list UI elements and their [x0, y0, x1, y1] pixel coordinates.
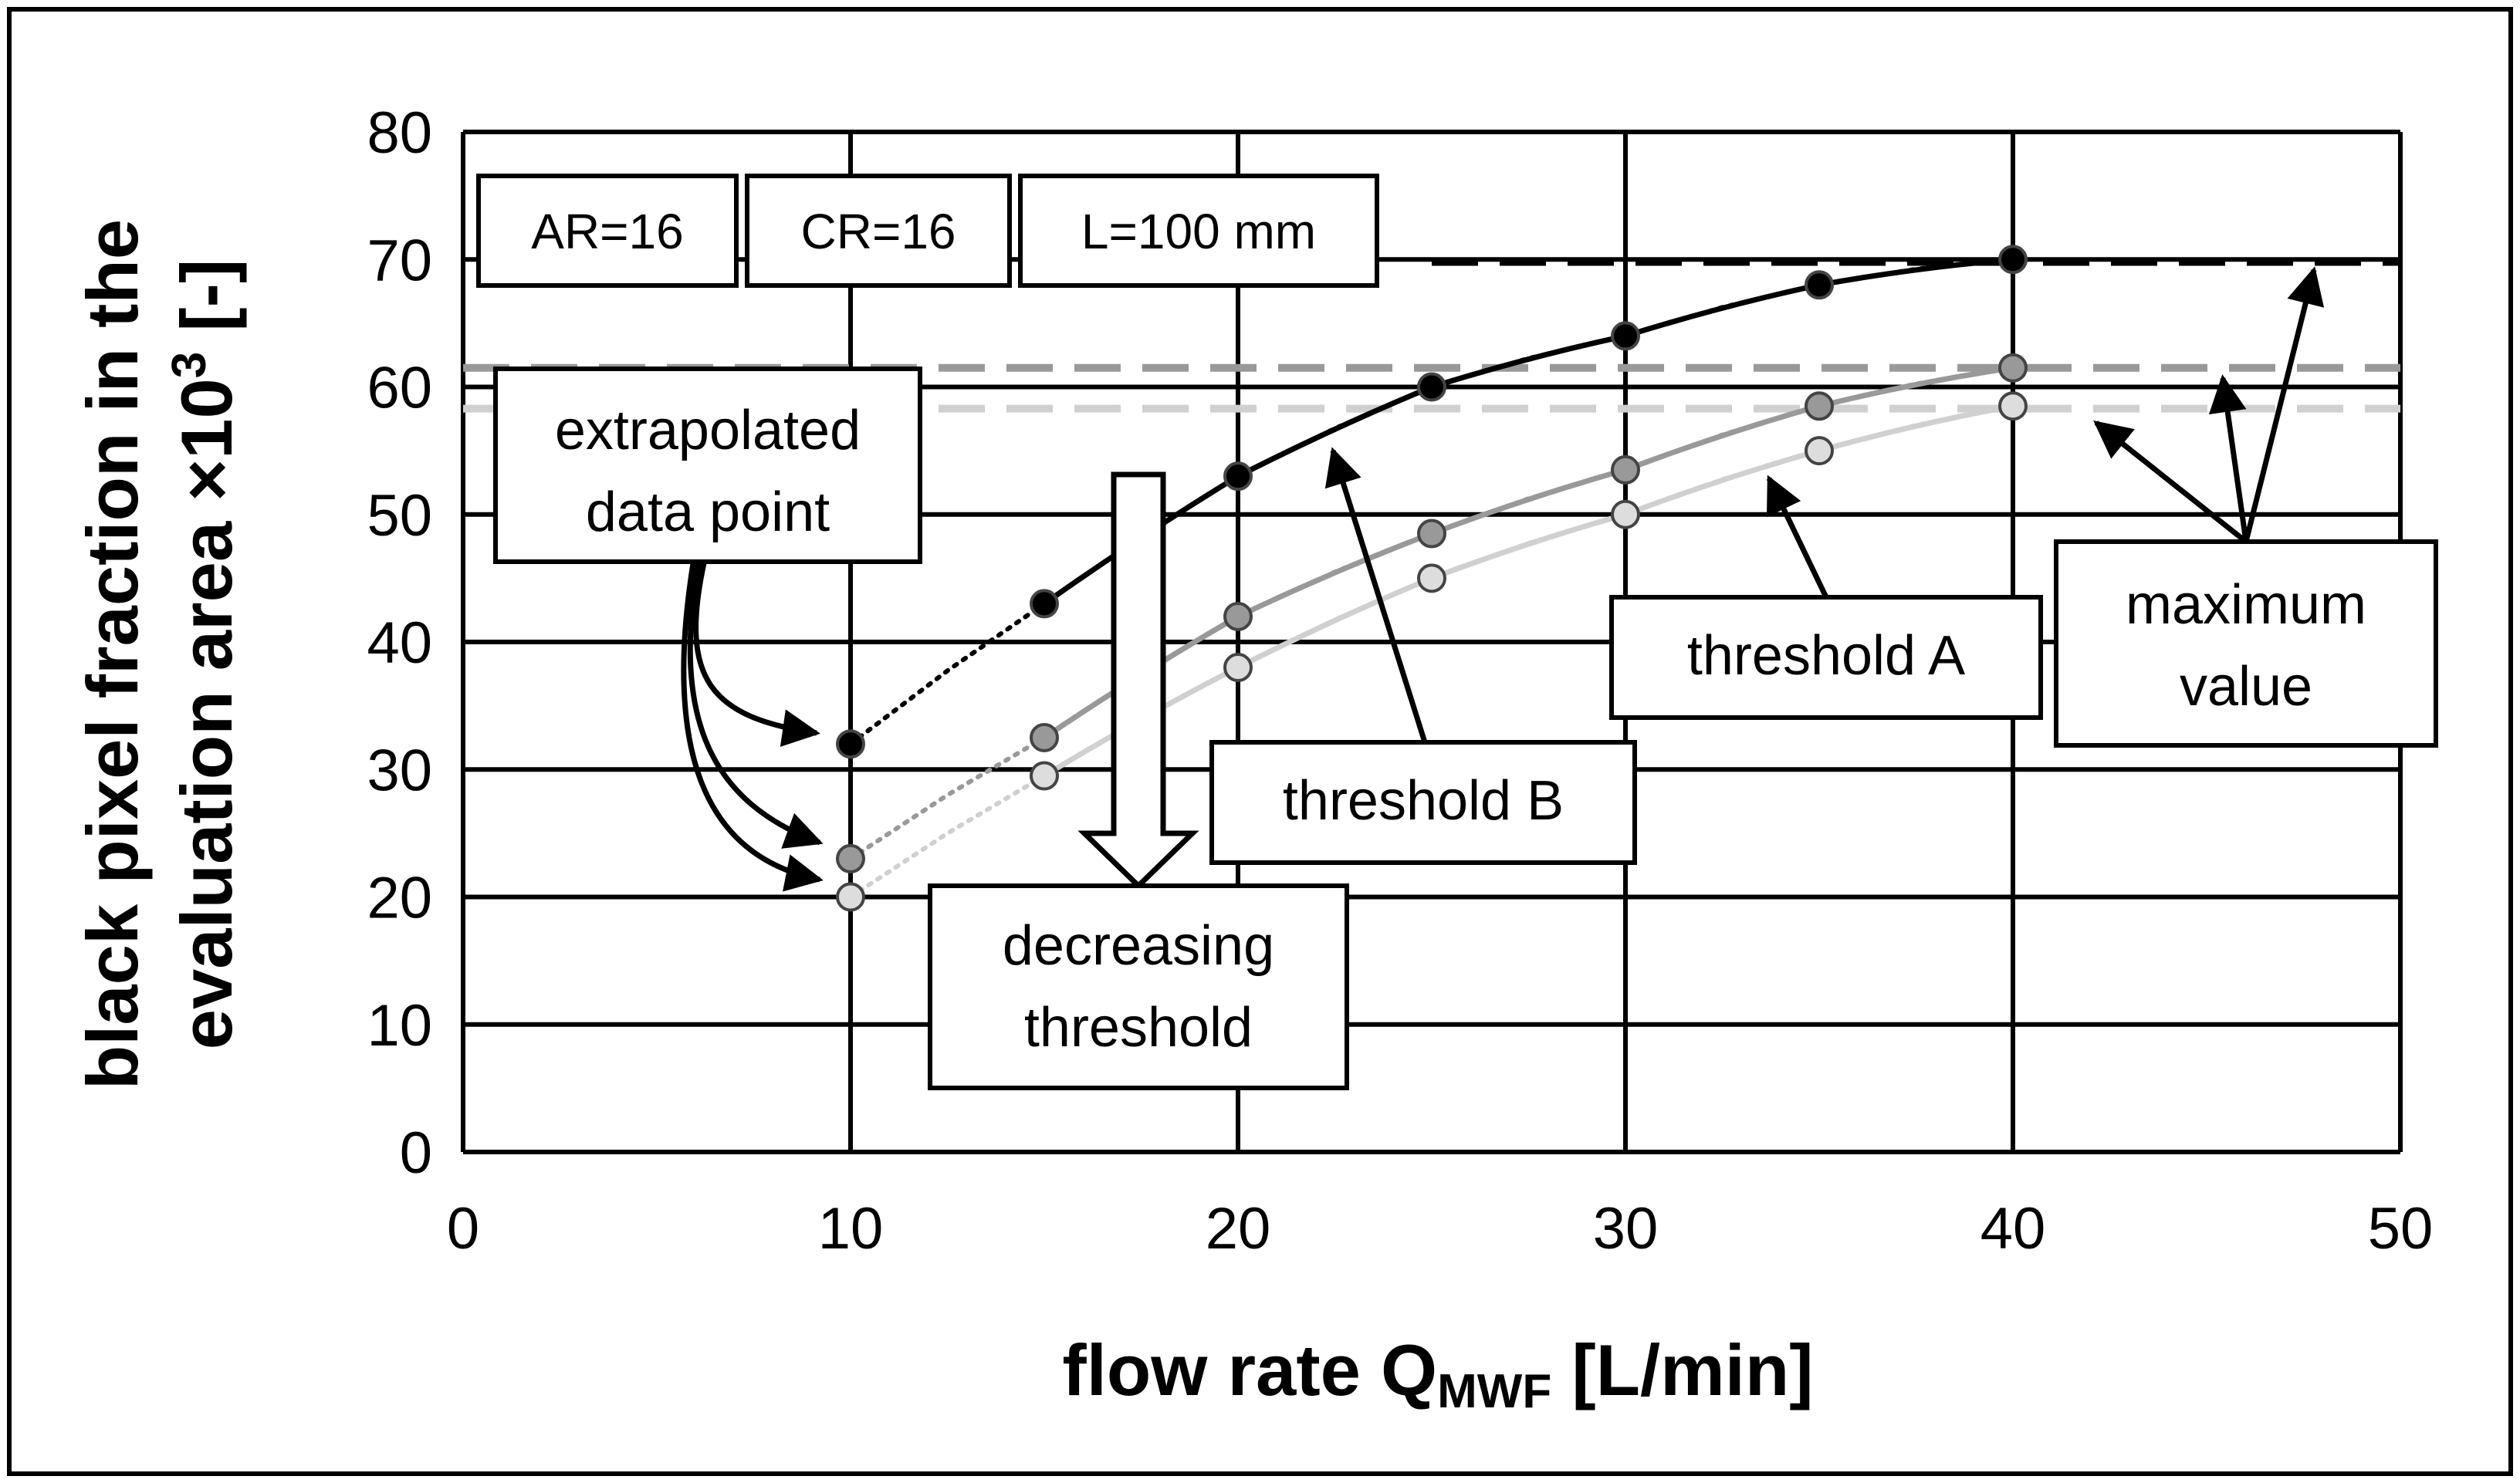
data-point: [1998, 353, 2028, 383]
svg-text:decreasing: decreasing: [1003, 915, 1274, 977]
threshold-b-arrow: [1324, 447, 1428, 744]
cr-label: CR=16: [745, 174, 1012, 288]
svg-text:threshold A: threshold A: [1687, 625, 1965, 687]
y-tick-label: 40: [367, 610, 432, 676]
data-point: [1611, 321, 1640, 351]
data-point: [1030, 761, 1059, 791]
threshold-a-arrow: [1766, 475, 1829, 599]
maximum-value-annotation: maximum value: [2054, 266, 2438, 748]
y-axis-title-line1: black pixel fraction in the: [72, 219, 153, 1089]
max-value-lines: [463, 258, 2400, 413]
x-tick-label: 0: [447, 1196, 479, 1262]
data-point: [1417, 372, 1446, 402]
x-tick-label: 20: [1206, 1196, 1271, 1262]
extrapolated-arrow-light: [681, 562, 824, 892]
data-point: [1030, 589, 1059, 619]
y-tick-labels: 0 10 20 30 40 50 60 70 80: [367, 100, 432, 1186]
x-tick-label: 10: [818, 1196, 884, 1262]
series-group: [836, 245, 2028, 912]
decreasing-threshold-arrow: [1077, 471, 1199, 890]
data-point: [1611, 499, 1640, 529]
extrapolated-point: [836, 843, 865, 873]
maximum-arrow-gray: [2208, 374, 2249, 542]
figure-border: [7, 7, 2513, 1476]
svg-text:extrapolated: extrapolated: [555, 400, 861, 461]
y-tick-label: 70: [367, 228, 432, 293]
data-point: [1417, 519, 1446, 549]
y-tick-label: 30: [367, 738, 432, 803]
y-axis-title-line2: evaluation area ×103 [-]: [163, 259, 247, 1050]
threshold-a-annotation: threshold A: [1609, 475, 2043, 720]
data-point: [1611, 454, 1640, 485]
data-point: [1030, 722, 1059, 752]
data-point: [1805, 436, 1834, 466]
data-point: [1998, 391, 2028, 421]
svg-text:L=100 mm: L=100 mm: [1081, 204, 1316, 259]
threshold-b-annotation: threshold B: [1209, 447, 1637, 865]
svg-text:value: value: [2180, 656, 2312, 718]
extrapolated-arrow-gray: [687, 562, 824, 849]
extrapolated-annotation: extrapolated data point: [493, 367, 922, 892]
x-tick-labels: 0 10 20 30 40 50: [447, 1196, 2433, 1262]
data-point: [1223, 601, 1253, 631]
y-tick-label: 80: [367, 100, 432, 166]
y-tick-label: 50: [367, 483, 432, 549]
svg-text:threshold: threshold: [1024, 997, 1253, 1059]
data-point: [1223, 653, 1253, 683]
data-point: [1223, 461, 1253, 492]
series-line: [1042, 256, 2014, 606]
x-axis-title: flow rate QMWF [L/min]: [1062, 1329, 1813, 1418]
y-tick-label: 10: [367, 993, 432, 1059]
svg-text:threshold B: threshold B: [1283, 770, 1564, 832]
ar-label: AR=16: [476, 174, 739, 288]
svg-text:data point: data point: [586, 481, 830, 543]
data-point: [1805, 270, 1834, 300]
extrapolated-arrow-black: [693, 562, 820, 747]
length-label: L=100 mm: [1018, 174, 1379, 288]
y-tick-label: 60: [367, 356, 432, 421]
data-point: [1805, 391, 1834, 421]
svg-text:AR=16: AR=16: [531, 204, 683, 259]
x-tick-label: 40: [1980, 1196, 2046, 1262]
data-point: [1417, 563, 1446, 593]
decreasing-threshold-annotation: decreasing threshold: [928, 883, 1349, 1090]
y-tick-label: 0: [400, 1120, 432, 1186]
y-tick-label: 20: [367, 866, 432, 931]
svg-text:maximum: maximum: [2126, 574, 2366, 636]
extrapolated-point: [836, 729, 865, 759]
maximum-arrow-light: [2093, 420, 2248, 544]
x-tick-label: 50: [2368, 1196, 2434, 1262]
series-line: [1043, 403, 2014, 779]
maximum-arrow-black: [2243, 266, 2325, 542]
data-point: [1998, 245, 2028, 275]
svg-text:CR=16: CR=16: [801, 204, 956, 259]
x-tick-label: 30: [1593, 1196, 1659, 1262]
extrapolated-point: [836, 882, 865, 912]
